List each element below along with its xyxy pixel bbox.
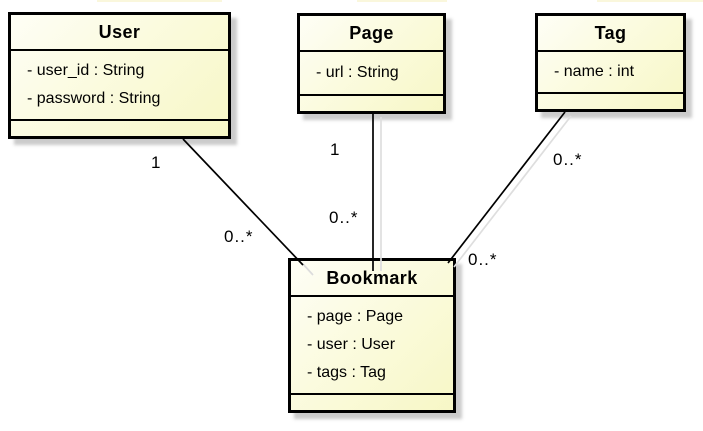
class-bookmark-operations-compartment (291, 393, 453, 410)
class-tag[interactable]: Tag - name : int (535, 13, 686, 112)
class-bookmark-attributes: - page : Page - user : User - tags : Tag (291, 297, 453, 393)
attribute: - user_id : String (27, 62, 145, 79)
class-user[interactable]: User - user_id : String - password : Str… (8, 12, 231, 139)
attribute: - tags : Tag (307, 364, 386, 381)
attribute: - user : User (307, 336, 396, 353)
attribute: - password : String (27, 90, 161, 107)
class-page-operations-compartment (300, 94, 443, 111)
attribute: - url : String (316, 64, 399, 81)
association-tag-bookmark-shadow (453, 115, 572, 268)
class-bookmark[interactable]: Bookmark - page : Page - user : User - t… (288, 258, 456, 413)
class-user-operations-compartment (11, 119, 228, 136)
association-tag-bookmark[interactable] (447, 111, 566, 264)
class-page-name: Page (300, 16, 443, 52)
attribute: - name : int (554, 63, 635, 80)
class-tag-name: Tag (538, 16, 683, 52)
multiplicity-bookmark-end-of-page[interactable]: 0..* (329, 208, 359, 227)
class-tag-attributes: - name : int (538, 52, 683, 92)
cropped-shape-remnant (597, 0, 703, 2)
cropped-shape-remnant (357, 0, 447, 2)
multiplicity-bookmark-end-of-user[interactable]: 0..* (224, 227, 254, 246)
multiplicity-tag-end[interactable]: 0..* (553, 150, 583, 169)
class-page-attributes: - url : String (300, 52, 443, 94)
class-bookmark-name: Bookmark (291, 261, 453, 297)
attribute: - page : Page (307, 308, 404, 325)
multiplicity-user-end[interactable]: 1 (151, 153, 162, 172)
cropped-shape-remnant (97, 0, 222, 2)
class-page[interactable]: Page - url : String (297, 13, 446, 114)
multiplicity-page-end[interactable]: 1 (330, 140, 341, 159)
class-user-attributes: - user_id : String - password : String (11, 51, 228, 119)
class-tag-operations-compartment (538, 92, 683, 109)
multiplicity-bookmark-end-of-tag[interactable]: 0..* (468, 250, 498, 269)
class-user-name: User (11, 15, 228, 51)
